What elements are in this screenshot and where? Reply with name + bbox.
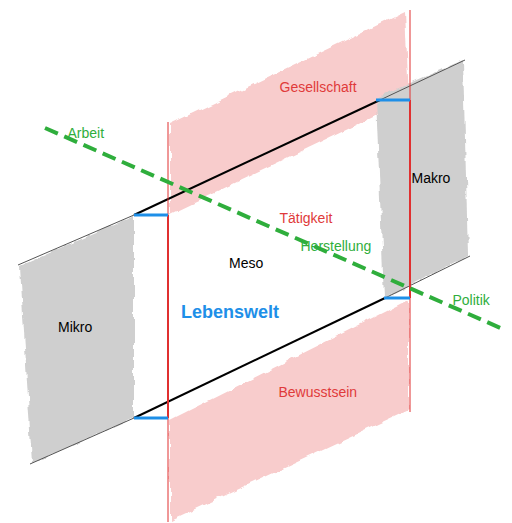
axis-label: Politik	[453, 293, 490, 308]
label-text: Herstellung	[301, 239, 372, 254]
plane-edge	[167, 215, 169, 418]
band-line	[134, 100, 380, 215]
blue-tick	[134, 417, 168, 420]
plane-label: Bewusstsein	[279, 385, 358, 400]
lower-plane	[170, 300, 409, 521]
band-edge	[18, 215, 134, 265]
level-block: Makro	[412, 171, 451, 186]
plane-edge	[409, 100, 411, 298]
label-text: Arbeit	[68, 126, 105, 141]
micro-block	[20, 216, 134, 463]
axis-label: Herstellung	[301, 239, 372, 254]
blue-tick	[376, 99, 410, 102]
plane-edge	[410, 10, 411, 412]
level-block: Mikro	[58, 320, 92, 335]
label-text: Tätigkeit	[280, 211, 333, 226]
node-text: Mikro	[58, 320, 92, 335]
label-text: Lebenswelt	[181, 303, 279, 323]
level-label: Meso	[229, 256, 263, 271]
band-line	[134, 298, 385, 418]
node-text: Makro	[412, 171, 451, 186]
axis-line	[45, 128, 505, 330]
blue-tick	[384, 297, 410, 300]
label-text: Meso	[229, 256, 263, 271]
plane-label: Gesellschaft	[280, 80, 357, 95]
band-edge	[30, 418, 134, 464]
node-text: Bewusstsein	[279, 385, 358, 400]
plane-label: Tätigkeit	[280, 211, 333, 226]
band-edge	[380, 60, 465, 100]
macro-block	[376, 60, 468, 298]
title-label: Lebenswelt	[181, 303, 279, 323]
axis-label: Arbeit	[68, 126, 105, 141]
upper-plane	[170, 12, 409, 214]
node-text: Gesellschaft	[280, 80, 357, 95]
blue-tick	[134, 214, 168, 217]
label-text: Politik	[453, 293, 490, 308]
